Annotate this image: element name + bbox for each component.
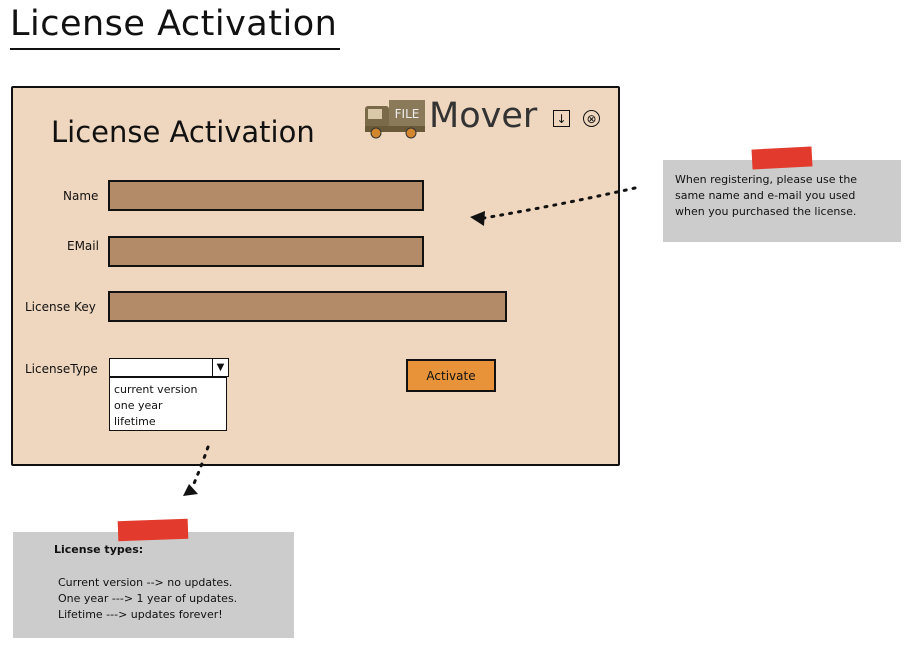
register-note-arrowhead bbox=[470, 211, 485, 226]
name-label: Name bbox=[63, 189, 99, 203]
truck-icon: FILE bbox=[365, 100, 425, 139]
license-types-arrowhead bbox=[183, 484, 198, 496]
email-field[interactable] bbox=[108, 236, 424, 267]
register-note: When registering, please use the same na… bbox=[663, 160, 901, 242]
option-lifetime[interactable]: lifetime bbox=[114, 415, 156, 428]
download-arrow-icon[interactable]: ↓ bbox=[553, 110, 570, 127]
activate-button[interactable]: Activate bbox=[406, 359, 496, 392]
option-one-year[interactable]: one year bbox=[114, 399, 163, 412]
license-types-line: One year ---> 1 year of updates. bbox=[58, 592, 238, 605]
email-label: EMail bbox=[67, 239, 99, 253]
title-underline bbox=[10, 48, 340, 50]
license-type-label: LicenseType bbox=[25, 362, 98, 376]
license-type-options: current version one year lifetime bbox=[109, 377, 227, 431]
license-window: License Activation FILE Mover ↓ ⊗ Name E… bbox=[11, 86, 620, 466]
register-note-connector bbox=[482, 186, 637, 220]
option-current-version[interactable]: current version bbox=[114, 383, 198, 396]
register-note-line: same name and e-mail you used bbox=[675, 189, 856, 202]
license-key-field[interactable] bbox=[108, 291, 507, 322]
license-types-text: Current version --> no updates. One year… bbox=[58, 575, 237, 623]
register-note-text: When registering, please use the same na… bbox=[675, 172, 857, 220]
license-type-select[interactable]: ▼ bbox=[109, 358, 229, 377]
close-circle-icon[interactable]: ⊗ bbox=[583, 110, 600, 127]
register-note-line: when you purchased the license. bbox=[675, 205, 857, 218]
logo-file-text: FILE bbox=[395, 107, 420, 121]
license-key-label: License Key bbox=[25, 300, 96, 314]
triangle-down-icon[interactable]: ▼ bbox=[212, 359, 228, 376]
license-types-line: Current version --> no updates. bbox=[58, 576, 233, 589]
window-title: License Activation bbox=[51, 115, 315, 149]
license-types-connector bbox=[190, 445, 210, 490]
license-types-note: License types: Current version --> no up… bbox=[13, 532, 294, 638]
brand-name: Mover bbox=[429, 96, 538, 136]
name-field[interactable] bbox=[108, 180, 424, 211]
license-types-line: Lifetime ---> updates forever! bbox=[58, 608, 223, 621]
register-note-line: When registering, please use the bbox=[675, 173, 858, 186]
page-title: License Activation bbox=[10, 4, 338, 44]
license-types-heading: License types: bbox=[54, 543, 144, 556]
